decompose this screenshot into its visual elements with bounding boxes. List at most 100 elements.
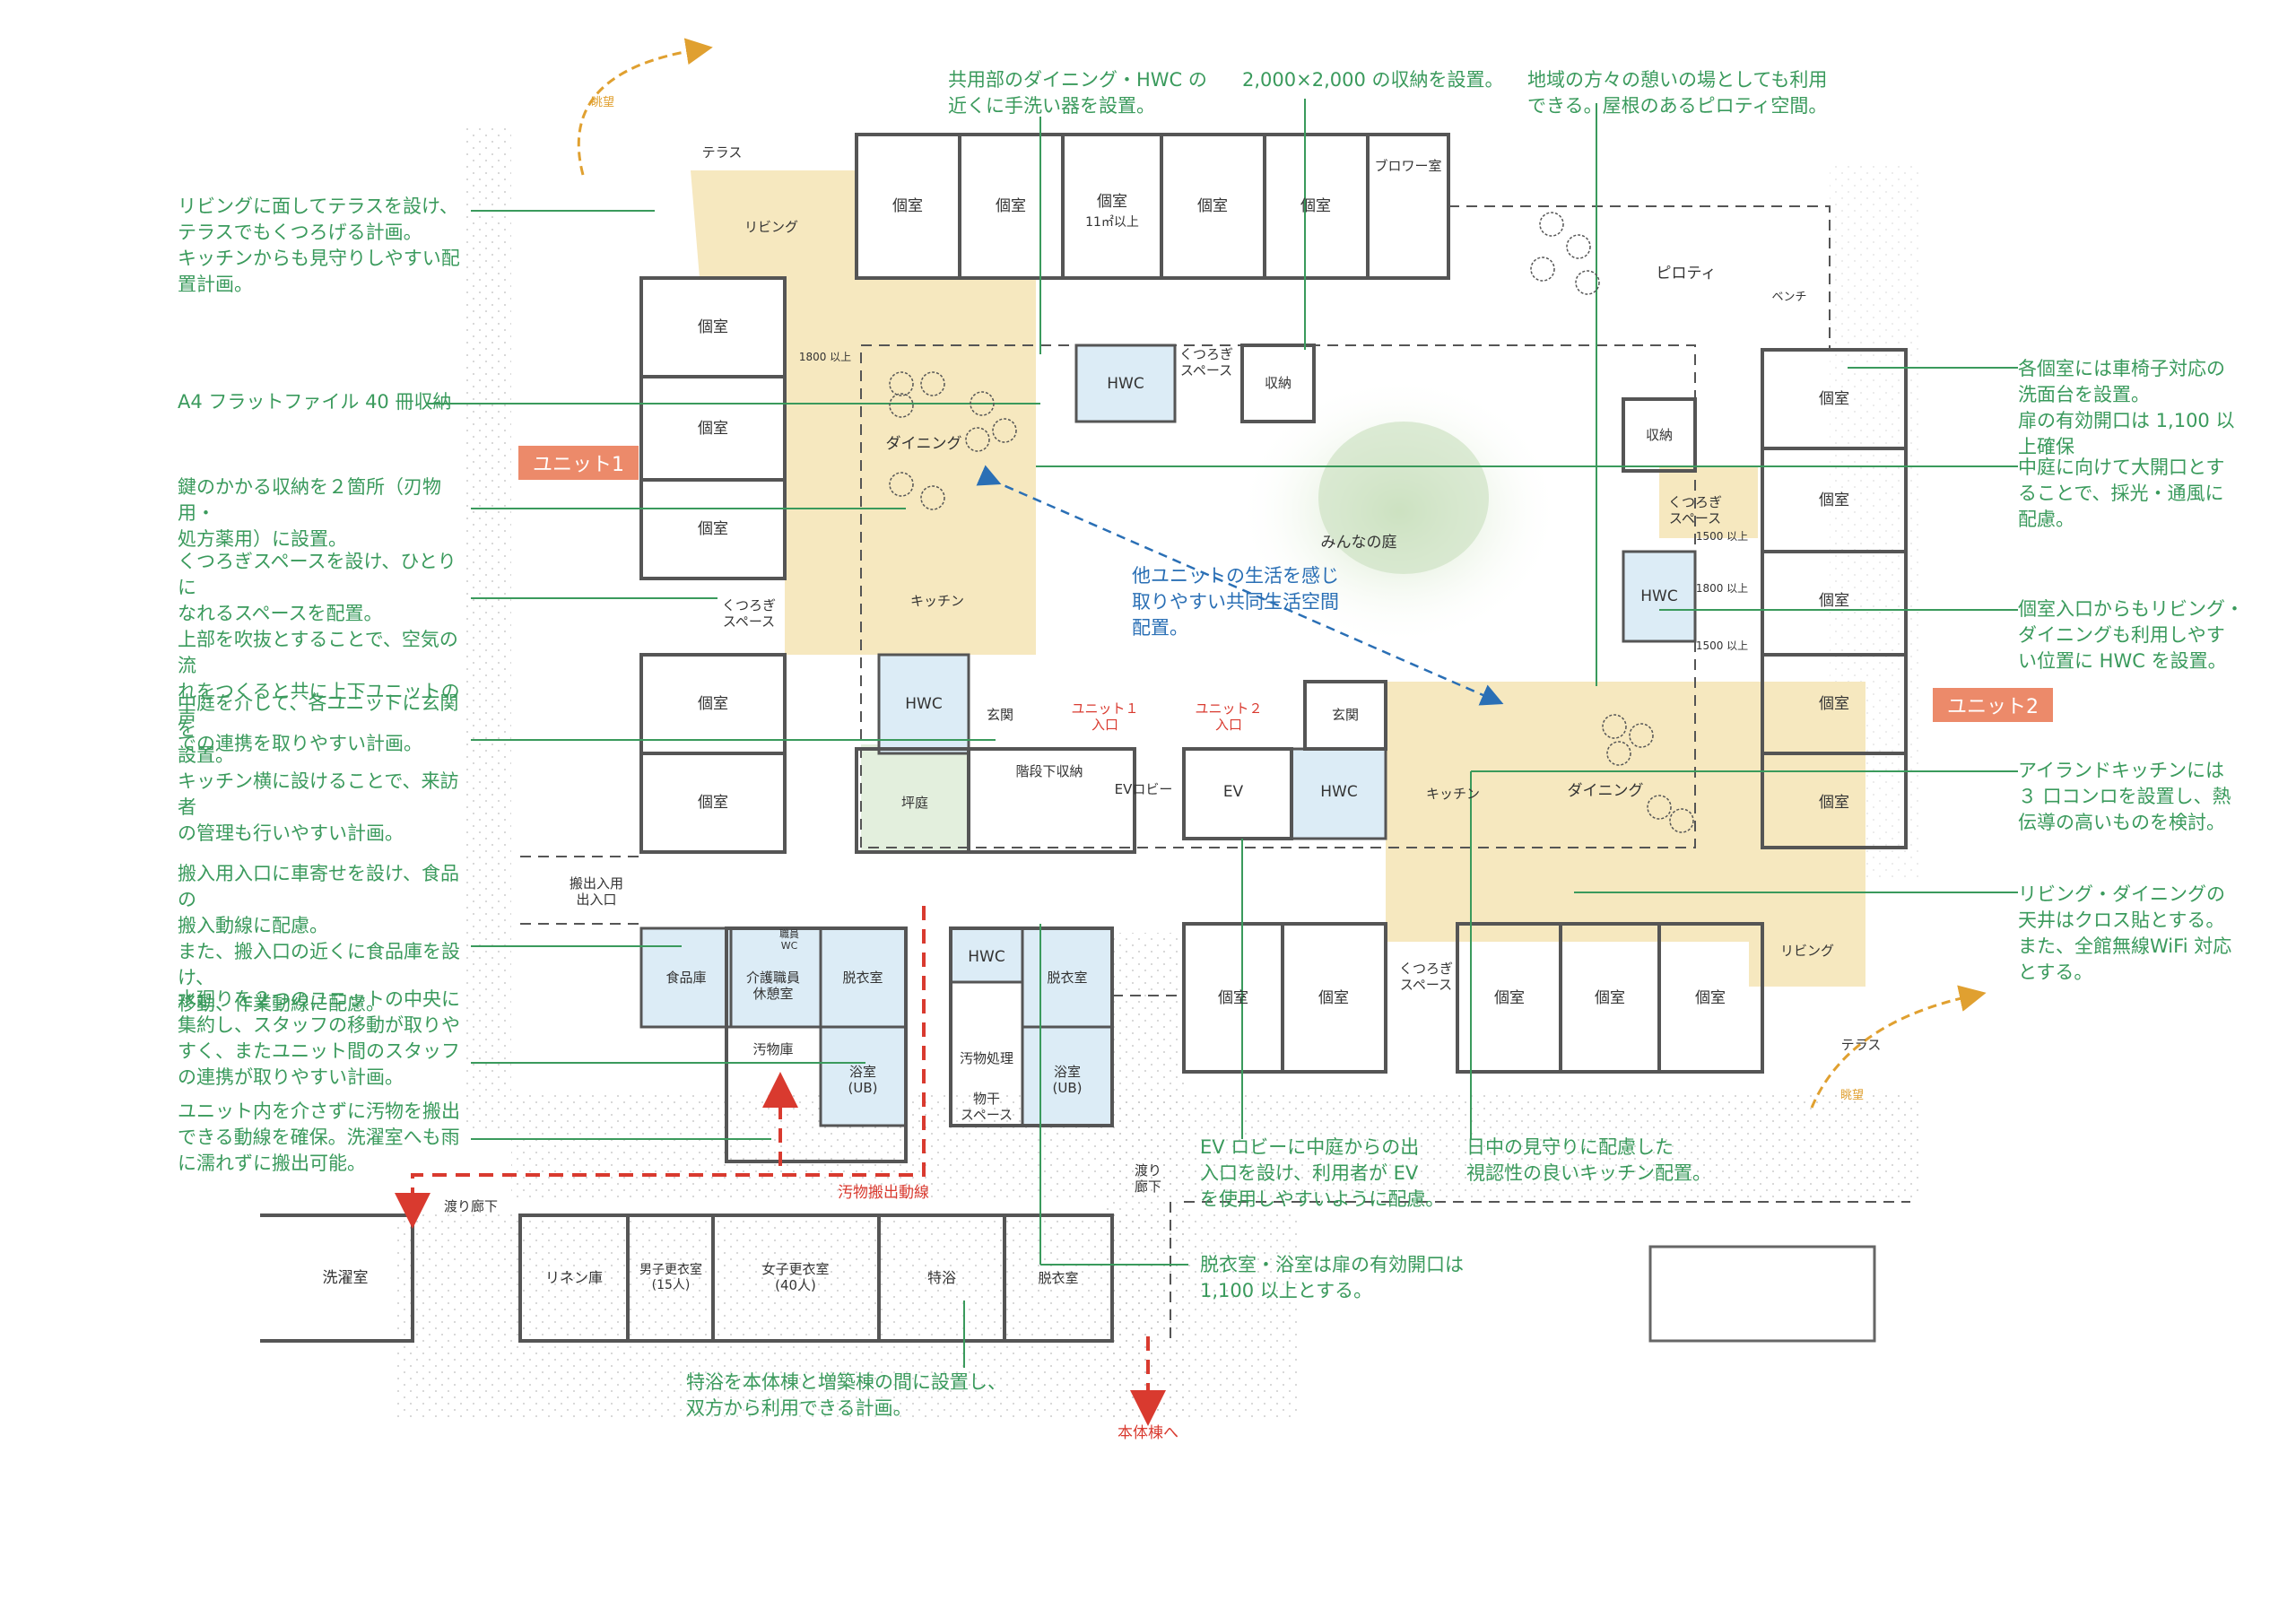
label-koshitsu: 個室: [1819, 390, 1849, 408]
note-locked-storage: 鍵のかかる収納を２箇所（刃物用・ 処方薬用）に設置。: [178, 476, 441, 550]
label-terrace: テラス: [1841, 1037, 1882, 1053]
label-datsui: 脱衣室: [842, 970, 883, 986]
label-obutsu-line: 汚物搬出動線: [838, 1184, 929, 1202]
label-tenbo: 眺望: [591, 95, 614, 109]
room-labels: 個室 個室 個室 11㎡以上 個室 個室 ブロワー室 ピロティ ベンチ 個室 個…: [323, 95, 1882, 1442]
note-pilotis: 地域の方々の憩いの場としても利用 できる。屋根のあるピロティ空間。: [1527, 69, 1828, 117]
label-hwc: HWC: [1107, 375, 1144, 393]
site-ground: [395, 126, 1919, 1417]
label-yokushitsu: 浴室(UB): [1053, 1064, 1083, 1096]
label-dim1800: 1800 以上: [1696, 582, 1748, 595]
note-washbasin: 各個室には車椅子対応の 洗面台を設置。 扉の有効開口は 1,100 以 上確保: [2018, 358, 2235, 457]
label-kutsurogi: くつろぎスペース: [1179, 346, 1233, 378]
note-delivery: 搬入用入口に車寄せを設け、食品の 搬入動線に配慮。 また、搬入口の近くに食品庫を…: [178, 863, 460, 1014]
label-koshitsu: 個室: [698, 318, 728, 336]
label-honnai: 本体棟へ: [1118, 1424, 1178, 1442]
label-koshitsu: 個室: [1819, 592, 1849, 610]
label-tsubo: 坪庭: [901, 795, 928, 811]
label-hwc: HWC: [1640, 587, 1677, 605]
note-island-kitchen: アイランドキッチンには ３ 口コンロを設置し、熱 伝導の高いものを検討。: [2018, 760, 2231, 833]
label-koshitsu: 個室: [1595, 989, 1625, 1007]
label-koshitsu-11-sub: 11㎡以上: [1085, 215, 1139, 230]
label-koshitsu: 個室: [1819, 695, 1849, 713]
note-hwc: 個室入口からもリビング・ ダイニングも利用しやす い位置に HWC を設置。: [2018, 598, 2244, 672]
label-genkan: 玄関: [987, 707, 1013, 723]
unit2-tag: ユニット2: [1933, 688, 2053, 722]
label-obutsuko: 汚物庫: [752, 1041, 793, 1057]
label-obutsushori: 汚物処理: [960, 1050, 1013, 1066]
waste-route: [395, 906, 1166, 1426]
note-kitchen-view: 日中の見守りに配慮した 視認性の良いキッチン配置。: [1466, 1136, 1711, 1184]
leader-lines: [426, 99, 2018, 1368]
view-arcs: [577, 38, 1987, 1109]
label-koshitsu: 個室: [1300, 197, 1331, 215]
label-kutsurogi: くつろぎスペース: [722, 597, 776, 630]
label-linen: リネン庫: [545, 1269, 603, 1286]
label-blower: ブロワー室: [1374, 158, 1441, 174]
label-living: リビング: [1780, 943, 1834, 959]
dashed-outlines: [520, 205, 1910, 1345]
label-kutsurogi: くつろぎスペース: [1399, 961, 1453, 993]
wet-rooms: [639, 344, 1697, 1127]
label-danshi: 男子更衣室(15人): [639, 1262, 702, 1292]
multiline-labels: くつろぎスペース くつろぎスペース くつろぎスペース くつろぎスペース ユニット…: [570, 346, 1722, 1293]
note-special-bath: 特浴を本体棟と増築棟の間に設置し、 双方から利用できる計画。: [686, 1371, 1006, 1419]
label-koshitsu: 個室: [996, 197, 1026, 215]
label-koshitsu: 個室: [1197, 197, 1228, 215]
note-file-storage: A4 フラットファイル 40 冊収納: [178, 391, 452, 413]
label-kitchen: キッチン: [910, 593, 964, 609]
label-koshitsu: 個室: [892, 197, 923, 215]
note-storage-2000: 2,000×2,000 の収納を設置。: [1242, 69, 1504, 91]
label-ev: EV: [1223, 783, 1244, 801]
unit1-tag: ユニット1: [518, 446, 639, 480]
note-ceiling: リビング・ダイニングの 天井はクロス貼とする。 また、全館無線WiFi 対応 と…: [2018, 883, 2232, 983]
label-terrace: テラス: [702, 144, 743, 161]
note-terrace: リビングに面してテラスを設け、 テラスでもくつろげる計画。 キッチンからも見守り…: [178, 196, 460, 295]
note-kutsurogi: くつろぎスペースを設け、ひとりに なれるスペースを配置。 上部を吹抜とすることで…: [178, 551, 460, 754]
note-opening: 中庭に向けて大開口とす ることで、採光・通風に 配慮。: [2018, 457, 2225, 530]
label-tenbo: 眺望: [1840, 1088, 1864, 1102]
label-koshitsu: 個室: [1494, 989, 1525, 1007]
label-kutsurogi: くつろぎスペース: [1668, 494, 1722, 526]
label-koshitsu: 個室: [698, 794, 728, 812]
note-handwash: 共用部のダイニング・HWC の 近くに手洗い器を設置。: [948, 69, 1207, 117]
label-koshitsu: 個室: [698, 420, 728, 438]
label-dim1500: 1500 以上: [1696, 530, 1748, 543]
label-unit1-entry: ユニット１入口: [1071, 700, 1138, 733]
label-koshitsu: 個室: [1819, 491, 1849, 509]
label-watari: 渡り廊下: [444, 1198, 498, 1214]
label-kaidan: 階段下収納: [1015, 763, 1083, 779]
label-watari-v: 渡り廊下: [1135, 1162, 1161, 1195]
note-bath-opening: 脱衣室・浴室は扉の有効開口は 1,100 以上とする。: [1200, 1254, 1464, 1301]
note-water-area: 水廻りを２つのユニットの中央に 集約し、スタッフの移動が取りや すく、またユニッ…: [178, 988, 460, 1088]
label-hwc: HWC: [968, 948, 1004, 966]
label-dim1500: 1500 以上: [1696, 639, 1748, 652]
label-joshi: 女子更衣室(40人): [761, 1261, 829, 1293]
label-hannyu: 搬出入用出入口: [570, 875, 623, 908]
note-entrance: 中庭を介して、各ユニットに玄関を 設置。 キッチン横に設けることで、来訪者 の管…: [178, 692, 459, 844]
label-garden: みんなの庭: [1321, 534, 1397, 552]
note-waste: ユニット内を介さずに汚物を搬出 できる動線を確保。洗濯室へも雨 に濡れずに搬出可…: [178, 1100, 460, 1174]
note-ev-lobby: EV ロビーに中庭からの出 入口を設け、利用者が EV を使用しやすいように配慮…: [1200, 1136, 1445, 1210]
label-kitchen: キッチン: [1426, 786, 1480, 802]
label-monohoshi: 物干スペース: [961, 1091, 1013, 1123]
label-unit2-entry: ユニット２入口: [1195, 700, 1262, 733]
label-koshitsu: 個室: [698, 520, 728, 538]
label-kaigo: 介護職員休憩室: [746, 970, 800, 1002]
label-dining: ダイニング: [886, 435, 962, 453]
label-genkan: 玄関: [1332, 707, 1359, 723]
walls: [260, 133, 1908, 1343]
label-koshitsu-11: 個室: [1097, 193, 1127, 211]
label-datsui: 脱衣室: [1038, 1270, 1078, 1286]
label-sentaku: 洗濯室: [323, 1269, 369, 1287]
note-shared-space: 他ユニットの生活を感じ 取りやすい共同生活空間 配置。: [1132, 565, 1339, 639]
label-koshitsu: 個室: [1218, 989, 1248, 1007]
label-ev-lobby: EVロビー: [1115, 781, 1173, 797]
label-shokuhin: 食品庫: [665, 970, 706, 986]
label-hwc: HWC: [905, 695, 942, 713]
label-dim1800: 1800 以上: [799, 351, 851, 363]
label-koshitsu: 個室: [1819, 794, 1849, 812]
label-bench: ベンチ: [1771, 291, 1806, 304]
